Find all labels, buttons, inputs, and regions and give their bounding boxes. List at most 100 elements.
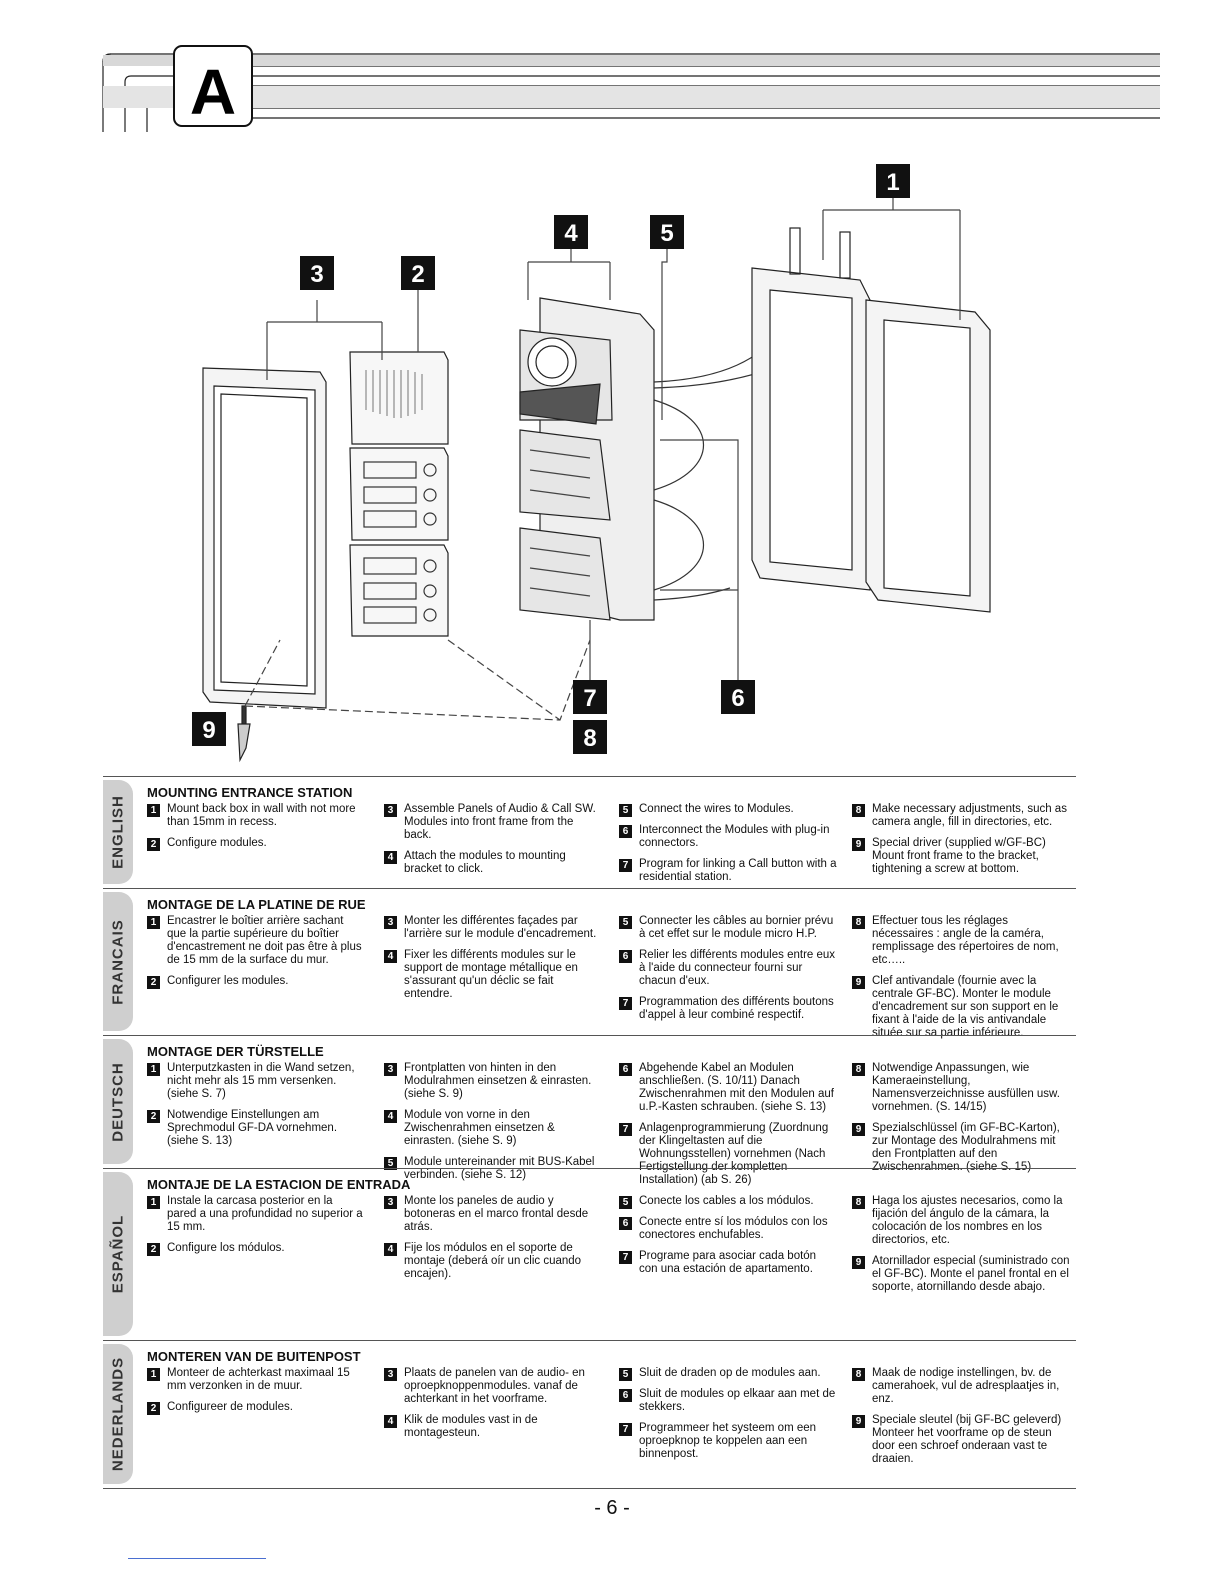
callout-2: 2 (401, 256, 435, 290)
step-text: Assemble Panels of Audio & Call SW. Modu… (404, 803, 596, 841)
language-label: NEDERLANDS (109, 1356, 127, 1472)
callout-1: 1 (876, 164, 910, 198)
step-number-badge: 4 (384, 1243, 397, 1256)
step-text: Maak de nodige instellingen, bv. de came… (872, 1367, 1060, 1405)
step-text: Instale la carcasa posterior en la pared… (167, 1195, 363, 1233)
step-item: 8 Notwendige Anpassungen, wie Kameraeinst… (852, 1062, 1072, 1114)
step-number-badge: 3 (384, 916, 397, 929)
step-number-badge: 3 (384, 804, 397, 817)
step-text: Interconnect the Modules with plug-in co… (639, 824, 830, 849)
step-number-badge: 7 (619, 1251, 632, 1264)
svg-text:2: 2 (411, 261, 424, 288)
step-text: Conecte los cables a los módulos. (639, 1195, 814, 1207)
step-text: Spezialschlüssel (im GF-BC-Karton), zur … (872, 1122, 1060, 1173)
step-text: Klik de modules vast in de montagesteun. (404, 1414, 538, 1439)
step-number-badge: 2 (147, 1110, 160, 1123)
step-text: Program for linking a Call button with a… (639, 858, 837, 883)
step-number-badge: 7 (619, 1423, 632, 1436)
language-label: ESPAÑOL (109, 1214, 127, 1294)
step-number-badge: 8 (852, 1368, 865, 1381)
front-frame-illustration (202, 367, 327, 709)
step-text: Make necessary adjustments, such as came… (872, 803, 1067, 828)
step-item: 3 Frontplatten von hinten in den Modulrah… (384, 1062, 602, 1101)
step-text: Clef antivandale (fournie avec la centra… (872, 975, 1059, 1039)
svg-text:5: 5 (660, 220, 673, 247)
step-column: 3 Frontplatten von hinten in den Modulrah… (384, 1062, 602, 1190)
step-number-badge: 1 (147, 1196, 160, 1209)
callout-leaders (244, 195, 961, 721)
step-text: Monter les différentes façades par l'arr… (404, 915, 597, 940)
section-title: MONTAGE DE LA PLATINE DE RUE (147, 897, 366, 912)
step-column: 8 Notwendige Anpassungen, wie Kameraeinst… (852, 1062, 1072, 1182)
step-number-badge: 8 (852, 1063, 865, 1076)
language-tab: ESPAÑOL (103, 1172, 133, 1336)
step-text: Configureer de modules. (167, 1401, 293, 1413)
language-label: FRANCAIS (109, 918, 127, 1005)
step-number-badge: 6 (619, 1217, 632, 1230)
step-number-badge: 3 (384, 1063, 397, 1076)
section-title: MOUNTING ENTRANCE STATION (147, 785, 353, 800)
step-text: Frontplatten von hinten in den Modulrahm… (404, 1062, 592, 1100)
language-tab: DEUTSCH (103, 1039, 133, 1164)
step-text: Programmeer het systeem om een oproepkno… (639, 1422, 817, 1460)
step-item: 7 Programmeer het systeem om een oproepkn… (619, 1422, 837, 1461)
step-number-badge: 7 (619, 1123, 632, 1136)
step-number-badge: 8 (852, 916, 865, 929)
step-number-badge: 5 (619, 1368, 632, 1381)
step-text: Encastrer le boîtier arrière sachant que… (167, 915, 362, 966)
callout-9: 9 (192, 712, 226, 746)
callout-6: 6 (721, 680, 755, 714)
special-driver-illustration (237, 705, 251, 763)
language-label: DEUTSCH (109, 1061, 127, 1142)
step-number-badge: 5 (619, 916, 632, 929)
step-number-badge: 9 (852, 1256, 865, 1269)
step-item: 3 Assemble Panels of Audio & Call SW. Mod… (384, 803, 602, 842)
callout-labels: 1 4 5 3 2 7 6 9 8 (192, 164, 910, 754)
step-number-badge: 6 (619, 1389, 632, 1402)
step-number-badge: 4 (384, 950, 397, 963)
panel-illustrations (349, 351, 449, 637)
step-text: Notwendige Anpassungen, wie Kameraeinste… (872, 1062, 1060, 1113)
step-number-badge: 2 (147, 838, 160, 851)
callout-3: 3 (300, 256, 334, 290)
step-text: Configurer les modules. (167, 975, 289, 987)
step-text: Connect the wires to Modules. (639, 803, 794, 815)
step-number-badge: 2 (147, 1243, 160, 1256)
section-title: MONTEREN VAN DE BUITENPOST (147, 1349, 361, 1364)
step-text: Module untereinander mit BUS-Kabel verbi… (404, 1156, 595, 1181)
step-number-badge: 3 (384, 1196, 397, 1209)
step-column: 1 Instale la carcasa posterior en la pare… (147, 1195, 365, 1263)
bottom-rule (103, 1488, 1076, 1489)
step-text: Sluit de modules op elkaar aan met de st… (639, 1388, 836, 1413)
